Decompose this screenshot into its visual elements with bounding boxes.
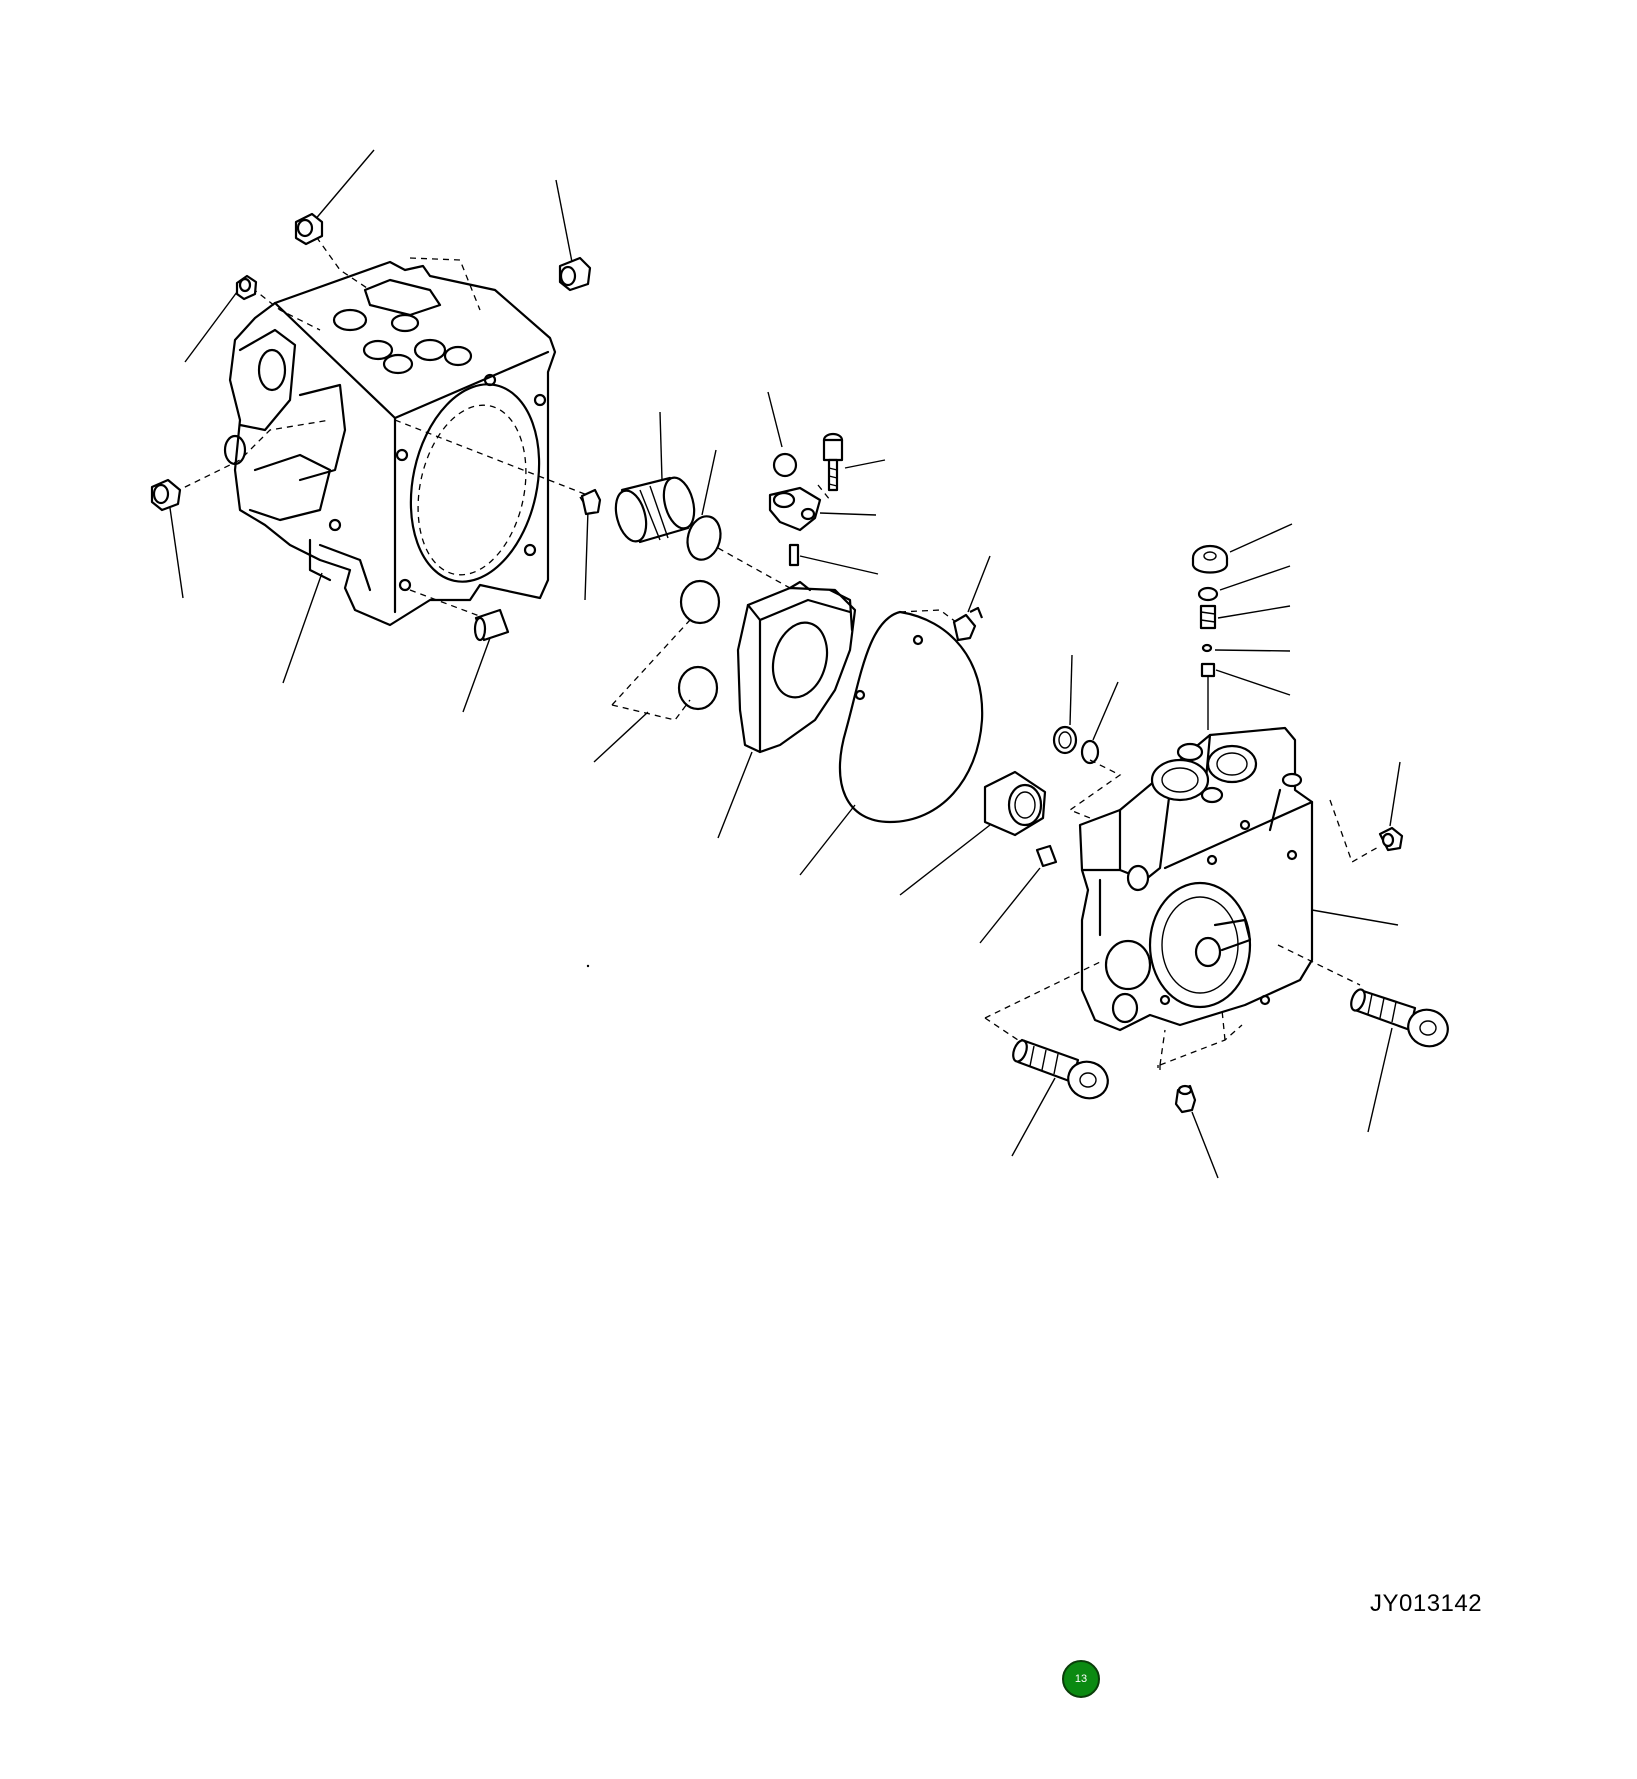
pump-case-left [223, 260, 557, 627]
collar-small [1052, 725, 1078, 755]
leader-bolt-left [1011, 1077, 1056, 1157]
ball-lower [677, 665, 719, 711]
leader-washer [1214, 649, 1291, 652]
clamp-bracket [768, 486, 822, 532]
leader-o-ring-collar [1092, 681, 1119, 741]
leader-dash-bolt-right [1277, 944, 1361, 986]
leader-bolt-right [1367, 1027, 1393, 1133]
plug-valve-side [1378, 826, 1404, 852]
leader-valve-body [1311, 909, 1399, 926]
leader-dash-bolt-left [984, 961, 1101, 1041]
leader-dash-valve-plug [1329, 799, 1381, 863]
leader-cap-plug [1229, 523, 1293, 553]
leader-collar [1069, 654, 1073, 726]
leader-cradle [717, 751, 753, 839]
ball-top [772, 452, 798, 478]
bolt-left [1012, 1038, 1109, 1100]
pin-top-right [1200, 662, 1216, 678]
cap-plug-right [1191, 544, 1229, 574]
plug-case-right [580, 488, 602, 516]
leader-pin [799, 555, 879, 575]
needle-bearing [983, 770, 1047, 837]
leader-gasket [799, 804, 856, 876]
leader-dowel [979, 867, 1041, 944]
leader-balls [593, 711, 649, 763]
leader-bolt [844, 459, 886, 469]
socket-bolt [822, 432, 844, 492]
o-ring-collar [1080, 739, 1100, 765]
leader-gasket-plug [967, 555, 991, 613]
plug-left-small [235, 274, 258, 301]
ball-upper [679, 579, 721, 625]
o-ring-small [686, 515, 722, 561]
washer-small-right [1201, 643, 1213, 653]
plug-top-right [558, 256, 592, 292]
gasket [838, 610, 984, 824]
leader-dash-balls [611, 619, 691, 721]
leader-pin-top [1215, 669, 1291, 696]
stray-dot [586, 964, 590, 968]
pin-dowel-right [1035, 844, 1058, 868]
pin-small [788, 543, 800, 567]
leader-bushing [659, 411, 663, 481]
leader-dash-gasket [899, 609, 961, 626]
swash-cradle [736, 580, 857, 754]
leader-lines-left [169, 149, 601, 713]
valve-body-right [1078, 726, 1314, 1032]
leader-dash-clamp [817, 484, 831, 501]
leader-bearing [899, 824, 991, 896]
leader-ball [767, 391, 783, 448]
leader-o-ring-right [1219, 565, 1291, 591]
page-number-badge[interactable]: 13 [1062, 1660, 1100, 1698]
drawing-number: JY013142 [1370, 1590, 1483, 1617]
bolt-right [1350, 988, 1449, 1048]
plug-top-left [294, 212, 324, 246]
o-ring-right [1197, 586, 1219, 602]
leader-clamp [819, 512, 877, 516]
leader-valve-plug [1389, 761, 1401, 827]
plug-gasket-pair [952, 606, 984, 642]
leader-dash-bottom-group [1159, 1009, 1243, 1066]
dowel-pin-left [473, 608, 510, 642]
leader-plug-bottom [1191, 1111, 1219, 1179]
leader-dash-o-ring [717, 547, 791, 589]
valve-spool-right [1199, 604, 1217, 630]
leader-dash-plug-bottom [1157, 1065, 1161, 1070]
leader-o-ring [701, 449, 717, 516]
bushing-sleeve [614, 476, 696, 544]
leader-spool [1217, 605, 1291, 619]
plug-left-side [150, 478, 182, 512]
plug-bottom [1174, 1084, 1197, 1114]
